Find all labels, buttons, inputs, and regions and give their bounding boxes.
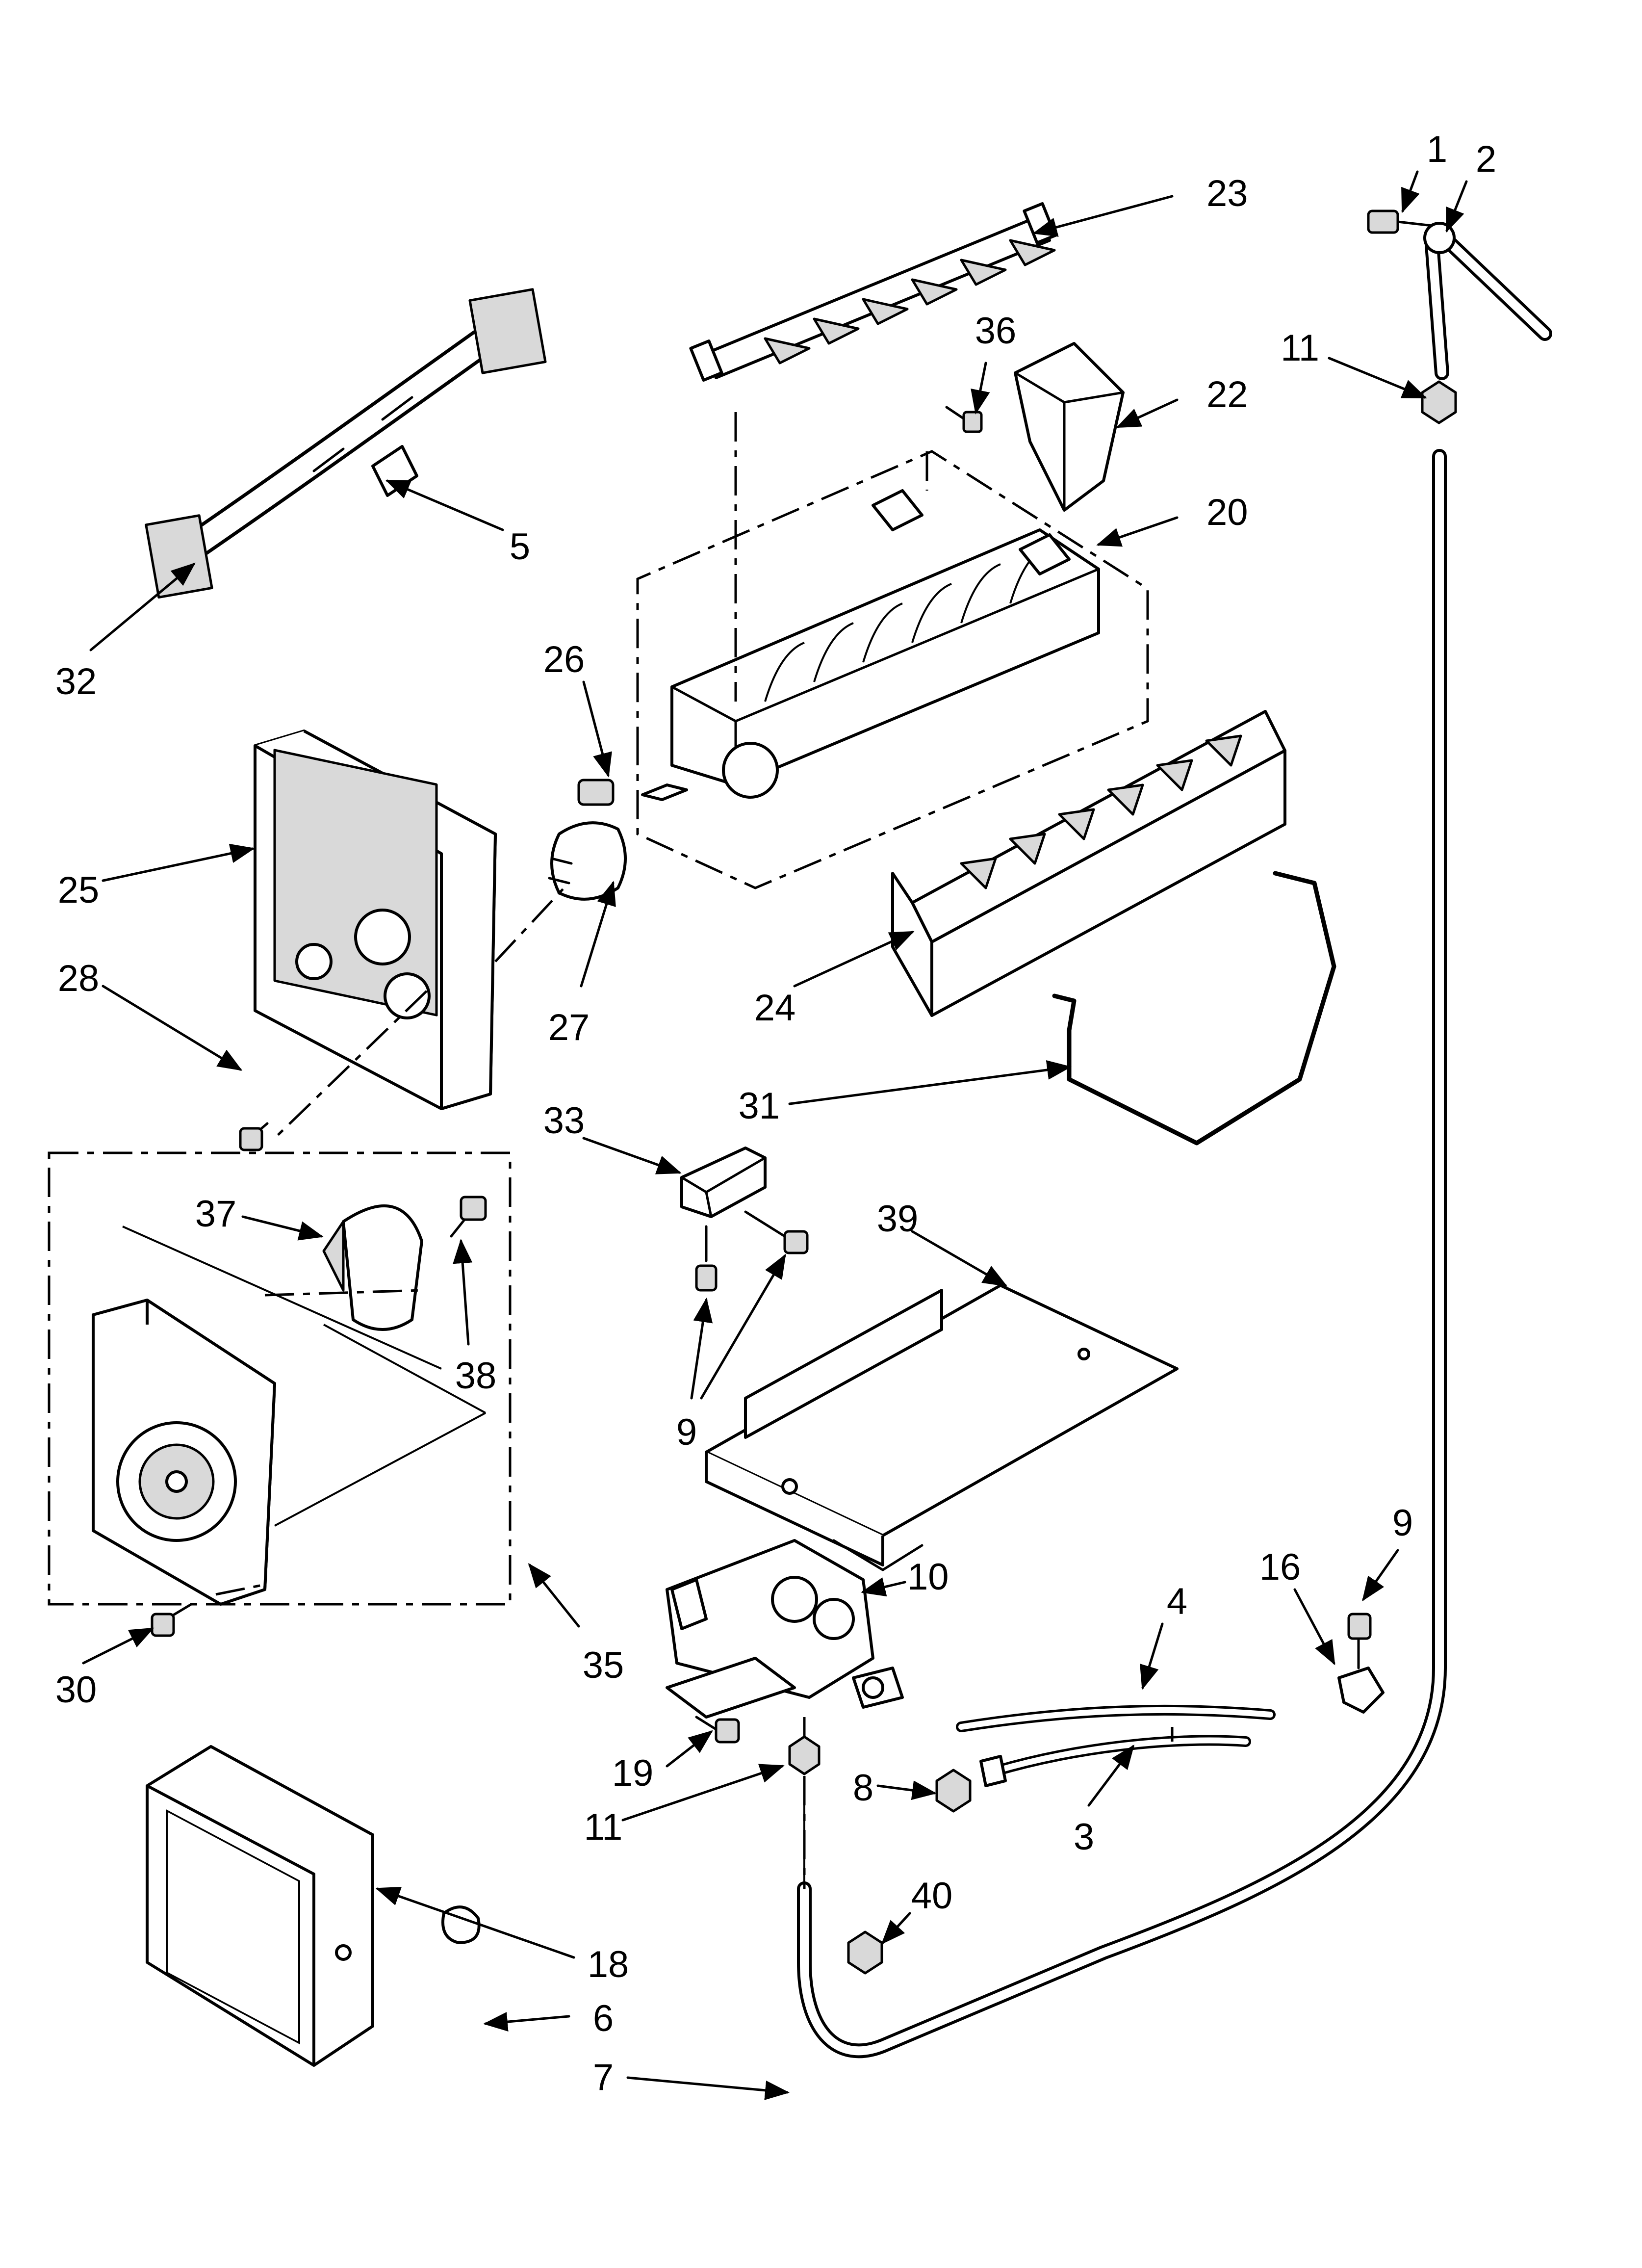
bracket-33-part (680, 1147, 767, 1218)
nut-8-part (935, 1769, 972, 1813)
motor-coupling-part (548, 779, 688, 901)
callout-20: 20 (1206, 492, 1248, 533)
callout-31: 31 (738, 1085, 780, 1127)
callout-24: 24 (754, 987, 796, 1029)
callout-6: 6 (593, 1998, 614, 2039)
wire-harness-part (145, 288, 547, 599)
shield-39-part (705, 1284, 1179, 1571)
control-housing-part (254, 730, 497, 1110)
callout-30: 30 (55, 1669, 97, 1711)
callout-23: 23 (1206, 173, 1248, 214)
callout-3: 3 (1074, 1816, 1094, 1858)
callout-4: 4 (1167, 1581, 1187, 1622)
fill-tube-top-part (1367, 209, 1552, 424)
nut-11-lower-part (788, 1735, 821, 1775)
cover-18-part (146, 1745, 374, 2067)
callout-18: 18 (588, 1944, 629, 1985)
assembly-35-boundary (48, 1151, 512, 1606)
callout-9-right: 9 (1392, 1502, 1413, 1544)
callout-19: 19 (612, 1752, 654, 1794)
callout-28: 28 (58, 958, 100, 999)
callout-7: 7 (593, 2057, 614, 2098)
screw-9-part (695, 1210, 809, 1292)
fill-cup-part (1014, 342, 1125, 512)
callout-labels: 1 2 11 23 36 22 20 5 32 26 25 27 24 28 3… (55, 129, 1496, 2098)
callout-32: 32 (55, 661, 97, 703)
callout-25: 25 (58, 869, 100, 911)
callout-40: 40 (911, 1875, 953, 1917)
assembly-guide-lines (215, 412, 1174, 1889)
screw-19-part (695, 1716, 740, 1744)
stripper-part (891, 710, 1286, 1017)
callout-27: 27 (548, 1007, 590, 1048)
callout-8: 8 (853, 1767, 873, 1809)
callout-33: 33 (543, 1100, 585, 1142)
callout-11-bottom: 11 (584, 1806, 623, 1848)
screw-30-part (151, 1603, 193, 1637)
callout-37: 37 (195, 1193, 237, 1235)
callout-22: 22 (1206, 374, 1248, 416)
ice-mold-part (670, 489, 1100, 799)
callout-10: 10 (907, 1556, 949, 1598)
clamp-16-part (1337, 1613, 1385, 1714)
callout-26: 26 (543, 639, 585, 680)
callout-1: 1 (1427, 129, 1447, 170)
callout-9-left: 9 (676, 1411, 697, 1453)
leader-lines (82, 170, 1468, 2100)
callout-35: 35 (583, 1644, 624, 1686)
callout-2: 2 (1476, 138, 1496, 180)
callout-5: 5 (510, 526, 530, 568)
callout-16: 16 (1259, 1546, 1301, 1588)
nut-40-part (847, 1930, 883, 1975)
callout-38: 38 (455, 1355, 497, 1397)
ejector-part (689, 202, 1057, 382)
callout-36: 36 (975, 310, 1017, 352)
callout-39: 39 (877, 1198, 919, 1240)
control-module-assembly-part (92, 1196, 487, 1606)
screw-28-part (239, 1122, 269, 1151)
tube-4-part (956, 1704, 1276, 1732)
shutoff-arm-part (1052, 871, 1336, 1146)
callout-11-top: 11 (1281, 327, 1319, 369)
tube-3-part (979, 1735, 1251, 1787)
water-valve-part (666, 1539, 904, 1719)
